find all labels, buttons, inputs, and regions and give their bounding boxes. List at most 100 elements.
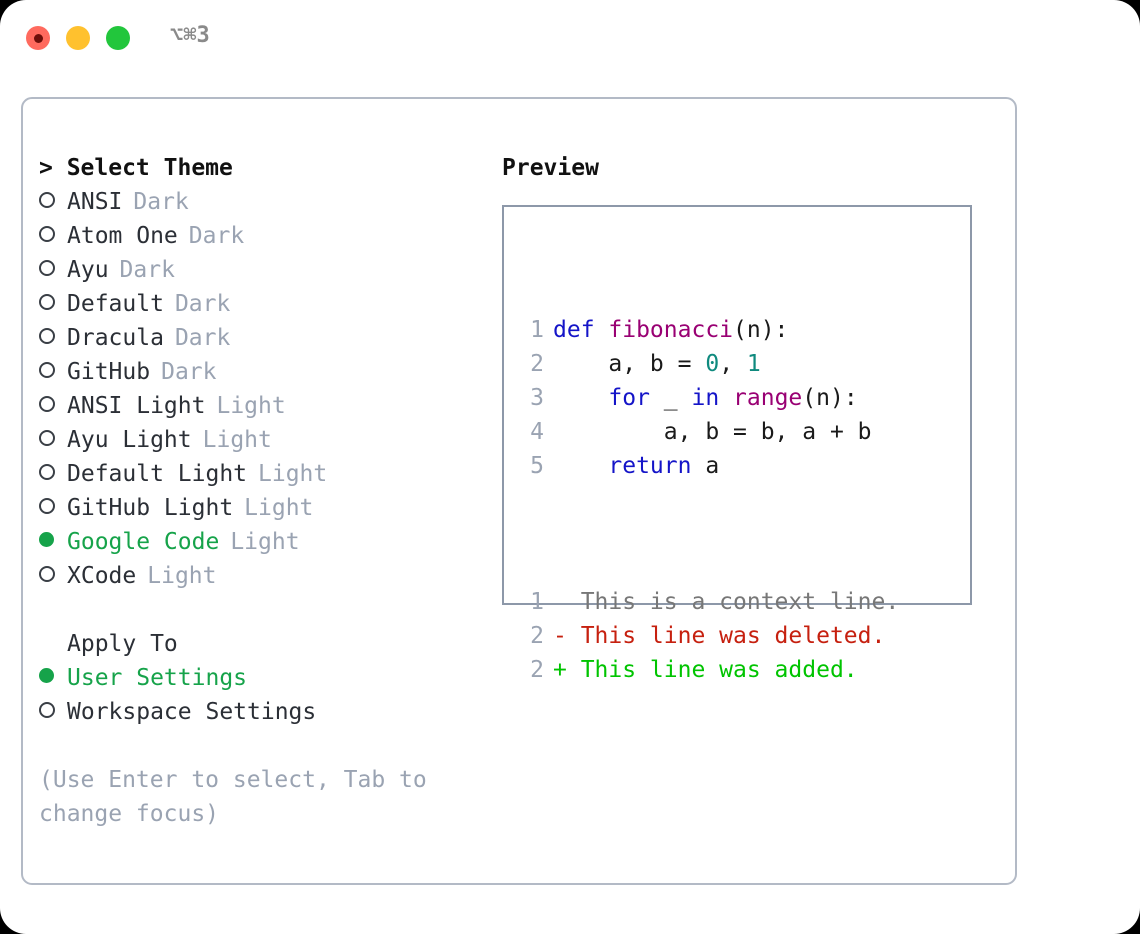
theme-item-label: ANSI — [67, 189, 123, 215]
diff-line-del: 2- This line was deleted. — [518, 619, 899, 653]
line-number: 2 — [530, 657, 544, 683]
window-controls — [26, 26, 130, 50]
radio-selected-icon — [39, 661, 61, 695]
theme-item-label: Atom One — [67, 223, 178, 249]
diff-line-add: 2 + This line was added. — [518, 653, 899, 687]
theme-item-5[interactable]: GitHub Dark — [39, 355, 499, 389]
theme-item-7[interactable]: Ayu Light Light — [39, 423, 499, 457]
radio-unselected-icon — [39, 253, 61, 287]
theme-variant-label: Light — [147, 563, 217, 589]
code-token-plain — [553, 453, 608, 479]
code-token-plain: a, b = b, a + b — [553, 419, 872, 445]
theme-item-11[interactable]: XCode Light — [39, 559, 499, 593]
close-button[interactable] — [26, 26, 50, 50]
theme-item-3[interactable]: Default Dark — [39, 287, 499, 321]
radio-unselected-icon — [39, 423, 61, 457]
theme-item-label: Ayu Light — [67, 427, 192, 453]
theme-item-label: Dracula — [67, 325, 164, 351]
theme-item-label: Ayu — [67, 257, 109, 283]
keyboard-shortcut-label: ⌥⌘3 — [170, 23, 210, 48]
code-line: 4 a, b = b, a + b — [518, 415, 899, 449]
code-token-plain: a, b = — [553, 351, 706, 377]
radio-unselected-icon — [39, 219, 61, 253]
page-title: > Select Theme — [39, 155, 233, 181]
apply-to-title: Apply To — [67, 631, 178, 657]
line-number: 1 — [530, 317, 544, 343]
line-number: 2 — [530, 623, 544, 649]
diff-line-ctx: 1 This is a context line. — [518, 585, 899, 619]
radio-unselected-icon — [39, 491, 61, 525]
radio-unselected-icon — [39, 695, 61, 729]
code-token-kw: def — [553, 317, 609, 343]
preview-column: Preview 1 def fibonacci (n): 2 a, b = 0, 1 3… — [502, 151, 1002, 683]
code-token-num: 1 — [746, 351, 761, 377]
theme-item-8[interactable]: Default Light Light — [39, 457, 499, 491]
theme-item-10[interactable]: Google Code Light — [39, 525, 499, 559]
line-number: 5 — [530, 453, 544, 479]
code-token-fn: fibonacci — [608, 317, 734, 343]
line-number: 3 — [530, 385, 544, 411]
theme-variant-label: Light — [216, 393, 286, 419]
code-token-plain: a — [691, 453, 720, 479]
theme-item-label: Default — [67, 291, 164, 317]
theme-item-2[interactable]: Ayu Dark — [39, 253, 499, 287]
radio-unselected-icon — [39, 355, 61, 389]
diff-text: This is a context line. — [553, 589, 900, 615]
apply-option-label: User Settings — [67, 665, 248, 691]
apply-option-label: Workspace Settings — [67, 699, 317, 725]
theme-variant-label: Light — [202, 427, 272, 453]
spacer — [39, 593, 499, 627]
theme-item-label: GitHub Light — [67, 495, 234, 521]
theme-variant-label: Light — [230, 529, 300, 555]
code-token-plain — [719, 385, 733, 411]
code-token-plain: _ — [649, 385, 692, 411]
code-token-plain: , — [719, 351, 747, 377]
theme-item-4[interactable]: Dracula Dark — [39, 321, 499, 355]
maximize-button[interactable] — [106, 26, 130, 50]
theme-variant-label: Dark — [119, 257, 175, 283]
theme-variant-label: Dark — [174, 325, 231, 351]
radio-unselected-icon — [39, 185, 61, 219]
diff-text: + This line was added. — [553, 657, 858, 683]
minimize-button[interactable] — [66, 26, 90, 50]
code-token-kw: in — [691, 385, 720, 411]
line-number: 2 — [530, 351, 544, 377]
theme-item-label: Default Light — [67, 461, 248, 487]
preview-title: Preview — [502, 155, 599, 181]
radio-unselected-icon — [39, 559, 61, 593]
title-bar: ⌥⌘3 — [0, 0, 1140, 78]
theme-item-label: ANSI Light — [67, 393, 206, 419]
radio-unselected-icon — [39, 457, 61, 491]
code-token-num: 0 — [705, 351, 720, 377]
code-token-plain — [553, 385, 608, 411]
apply-option-1[interactable]: Workspace Settings — [39, 695, 499, 729]
code-token-plain: (n): — [802, 385, 858, 411]
code-token-kw: return — [608, 453, 692, 479]
theme-item-6[interactable]: ANSI Light Light — [39, 389, 499, 423]
theme-variant-label: Dark — [174, 291, 231, 317]
theme-variant-label: Dark — [161, 359, 217, 385]
theme-variant-label: Light — [244, 495, 314, 521]
line-number: 1 — [530, 589, 544, 615]
keyboard-hint: (Use Enter to select, Tab to change focu… — [39, 767, 441, 827]
radio-unselected-icon — [39, 287, 61, 321]
diff-lines: 1 This is a context line.2- This line wa… — [518, 585, 899, 687]
apply-option-0[interactable]: User Settings — [39, 661, 499, 695]
theme-variant-label: Light — [258, 461, 328, 487]
theme-item-9[interactable]: GitHub Light Light — [39, 491, 499, 525]
radio-unselected-icon — [39, 321, 61, 355]
code-line: 5 return a — [518, 449, 899, 483]
theme-item-label: Google Code — [67, 529, 220, 555]
theme-item-label: GitHub — [67, 359, 151, 385]
theme-item-label: XCode — [67, 563, 137, 589]
